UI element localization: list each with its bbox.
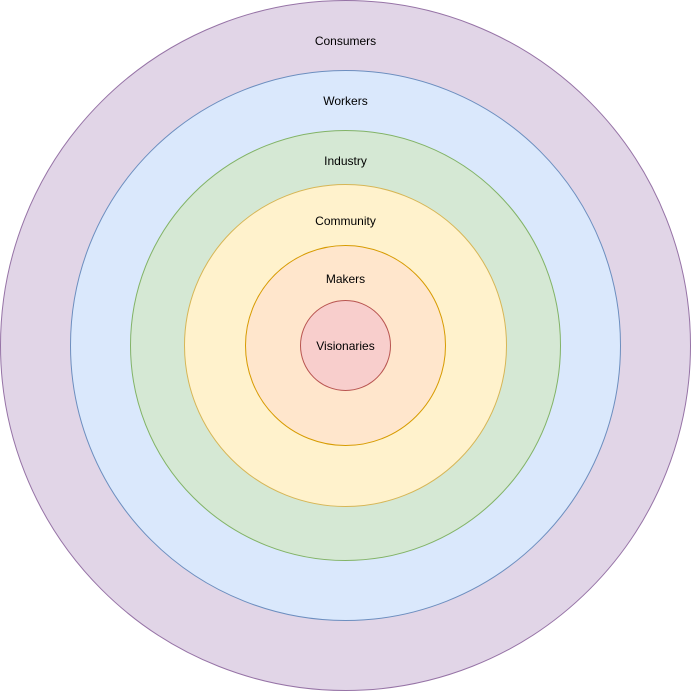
ring-visionaries [300,300,391,391]
label-visionaries: Visionaries [316,339,374,353]
label-makers: Makers [326,272,365,286]
label-industry: Industry [324,154,367,168]
label-consumers: Consumers [315,34,376,48]
label-community: Community [315,214,376,228]
label-workers: Workers [323,94,367,108]
